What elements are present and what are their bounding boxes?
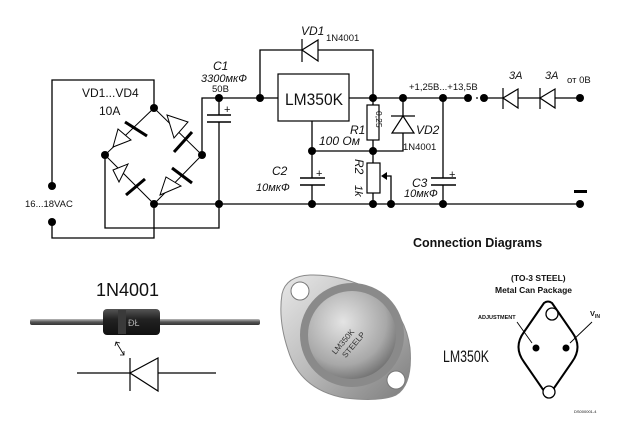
c2-value: 10мкФ — [256, 182, 290, 194]
output-diode-1-rating: 3A — [509, 70, 522, 82]
bridge-rectifier — [104, 107, 203, 205]
resistor-r1 — [366, 104, 380, 141]
cathode-band — [118, 310, 126, 334]
doc-code: DS000001-4 — [574, 409, 597, 414]
package-photo: LM350K STEELP — [280, 274, 411, 400]
capacitor-c3 — [431, 177, 456, 186]
c3-polarity: + — [449, 169, 455, 181]
capacitor-c2 — [300, 177, 325, 186]
connection-part-label: LM350K — [443, 347, 489, 366]
diode-vd2-bridge — [166, 114, 194, 154]
r1-designator: R1 — [350, 123, 365, 137]
outline-hole-top — [545, 307, 559, 321]
pin-adjustment — [532, 344, 540, 352]
c1-voltage: 50В — [212, 84, 229, 95]
vd2-designator: VD2 — [416, 123, 440, 137]
capacitor-c1 — [207, 114, 231, 123]
terminal-ac-1 — [48, 182, 56, 190]
package-type-line1: (TO-3 STEEL) — [511, 273, 566, 283]
diode-photo: 1N4001 ĐŁ — [30, 280, 260, 393]
c3-designator: C3 — [412, 176, 428, 190]
r2-designator: R2 — [352, 159, 366, 175]
outline-hole-bottom — [542, 385, 556, 399]
vd2-part: 1N4001 — [403, 142, 436, 153]
minus-sign — [574, 190, 587, 193]
pin-adjustment-label: ADJUSTMENT — [478, 315, 516, 321]
terminal-out-positive — [464, 94, 472, 102]
output-diode-2-rating: 3A — [545, 70, 558, 82]
wire-bridge-negative — [104, 155, 220, 229]
terminal-out-negative — [576, 200, 584, 208]
can-top — [308, 291, 396, 379]
diode-vd1-bridge — [112, 120, 148, 148]
mount-hole-2 — [386, 370, 406, 390]
vd1-designator: VD1 — [301, 24, 324, 38]
leader-adjustment — [516, 321, 533, 344]
diode-symbol — [77, 356, 216, 393]
c2-polarity: + — [316, 168, 322, 180]
diode-marking-icon: ĐŁ — [128, 318, 140, 328]
leader-vin — [569, 321, 593, 344]
c1-designator: C1 — [213, 59, 228, 73]
connection-title: Connection Diagrams — [413, 236, 542, 250]
package-type-line2: Metal Can Package — [495, 285, 572, 295]
pin-vin — [562, 344, 570, 352]
c1-value: 3300мкФ — [201, 73, 247, 85]
c2-designator: C2 — [272, 164, 288, 178]
junction-dots — [48, 94, 584, 226]
c3-value: 10мкФ — [404, 188, 438, 200]
vd1-part: 1N4001 — [326, 33, 359, 44]
terminal-ac-2 — [48, 218, 56, 226]
r1-power: 0,25 — [374, 111, 384, 128]
r2-value: 1k — [352, 185, 364, 197]
diode-vd2 — [390, 114, 416, 134]
input-voltage-label: 16...18VAC — [25, 199, 73, 210]
pin-vin-label: VIN — [590, 309, 600, 320]
bridge-designator: VD1...VD4 — [82, 86, 139, 100]
r1-value: 100 Ом — [319, 134, 360, 148]
diode-body — [103, 309, 160, 335]
output-diode-2 — [538, 87, 556, 110]
output-range-label: +1,25В...+13,5В — [409, 82, 478, 93]
diode-vd1 — [300, 38, 319, 63]
wire-bridge-positive — [201, 97, 219, 155]
regulator-lm350k — [277, 73, 350, 122]
diode-vd3-bridge — [112, 163, 146, 197]
diode-vd4-bridge — [159, 166, 193, 196]
terminal-out-zero — [576, 94, 584, 102]
zero-volt-label: от 0В — [567, 75, 591, 86]
c1-polarity: + — [224, 104, 230, 116]
wire-ac-top — [51, 79, 155, 186]
diode-photo-title: 1N4001 — [96, 280, 159, 300]
wire-ac-bottom — [51, 204, 155, 239]
mount-hole-1 — [290, 281, 310, 301]
bridge-rating: 10A — [99, 104, 120, 118]
output-diode-1 — [501, 87, 519, 110]
potentiometer-r2 — [366, 162, 387, 194]
regulator-label: LM350K — [285, 90, 344, 109]
double-arrow-icon — [114, 341, 125, 356]
connection-diagram: Connection Diagrams LM350K (TO-3 STEEL) … — [413, 236, 600, 414]
